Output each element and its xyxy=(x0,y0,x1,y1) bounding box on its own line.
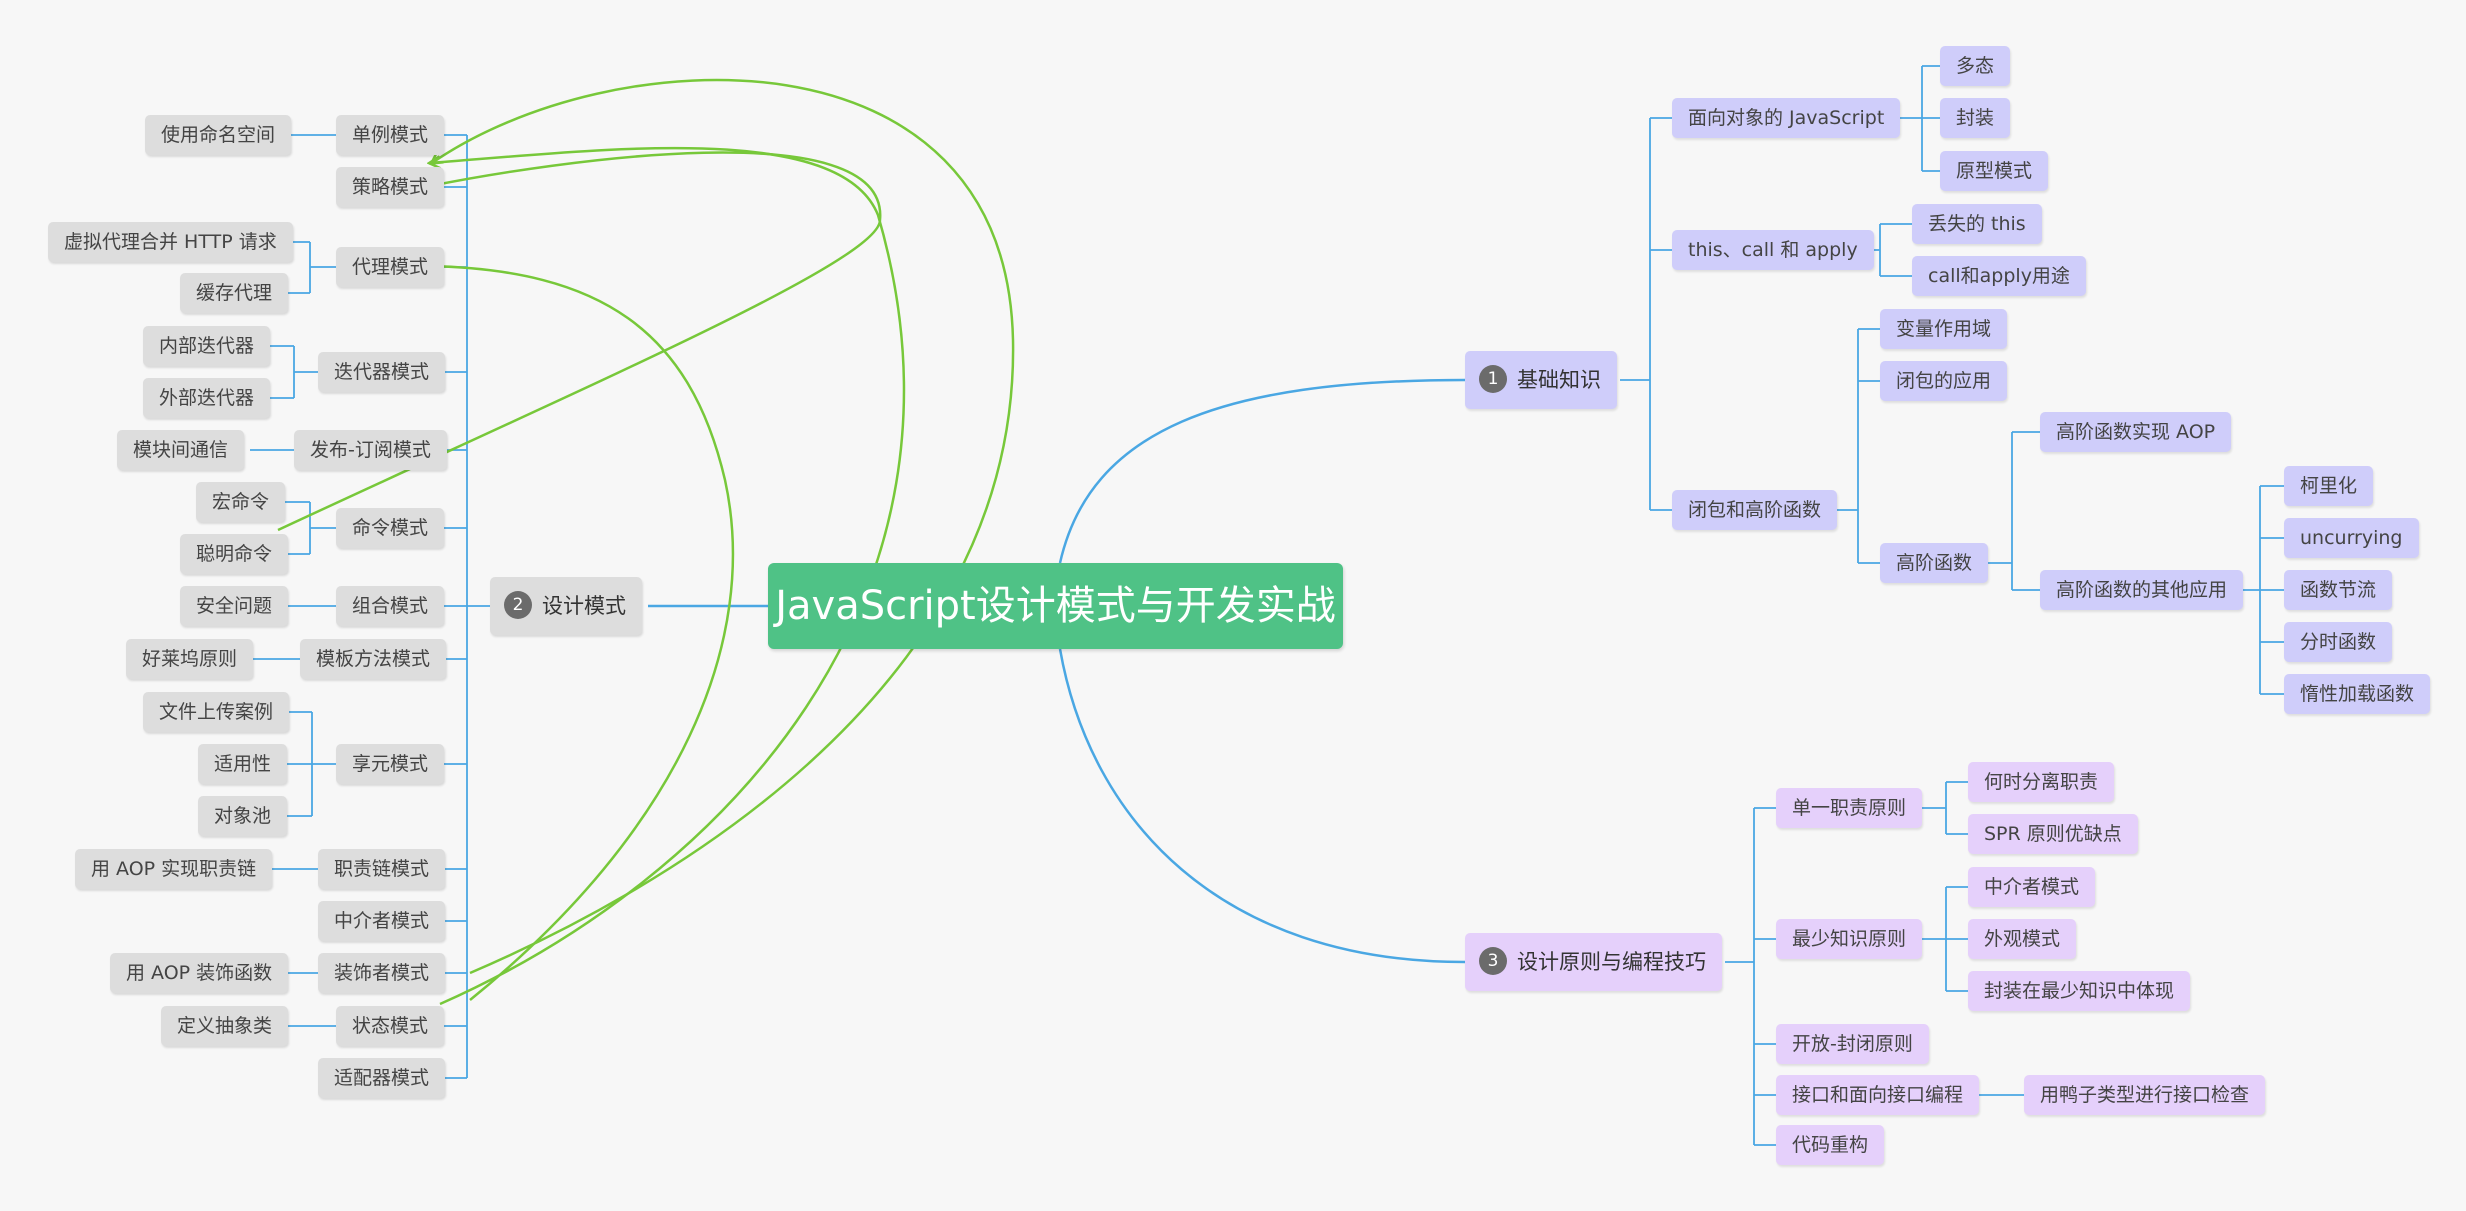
topic-smart-command[interactable]: 聪明命令 xyxy=(180,534,289,574)
topic-hollywood-principle[interactable]: 好莱坞原则 xyxy=(126,639,254,679)
branch-number-badge: 2 xyxy=(504,591,532,619)
topic-decorator[interactable]: 装饰者模式 xyxy=(318,953,446,993)
topic-virtual-proxy[interactable]: 虚拟代理合并 HTTP 请求 xyxy=(48,222,293,262)
topic-aop-decorate[interactable]: 用 AOP 装饰函数 xyxy=(110,953,289,993)
topic-chain-of-responsibility[interactable]: 职责链模式 xyxy=(318,849,446,889)
topic-strategy[interactable]: 策略模式 xyxy=(336,167,445,207)
topic-composite[interactable]: 组合模式 xyxy=(336,586,445,626)
topic-oop-javascript[interactable]: 面向对象的 JavaScript xyxy=(1672,98,1901,138)
topic-aop-chain[interactable]: 用 AOP 实现职责链 xyxy=(75,849,273,889)
topic-singleton[interactable]: 单例模式 xyxy=(336,115,445,155)
topic-external-iterator[interactable]: 外部迭代器 xyxy=(143,378,271,418)
topic-state[interactable]: 状态模式 xyxy=(336,1006,445,1046)
branch-design-patterns[interactable]: 2 设计模式 xyxy=(490,577,642,635)
central-topic[interactable]: JavaScript设计模式与开发实战 xyxy=(768,563,1343,649)
topic-hof-aop[interactable]: 高阶函数实现 AOP xyxy=(2040,412,2232,452)
line-center-b1 xyxy=(1058,378,1466,564)
topic-command[interactable]: 命令模式 xyxy=(336,508,445,548)
topic-adapter[interactable]: 适配器模式 xyxy=(318,1058,446,1098)
topic-higher-order-function[interactable]: 高阶函数 xyxy=(1880,543,1989,583)
topic-polymorphism[interactable]: 多态 xyxy=(1940,46,2011,86)
topic-when-separate[interactable]: 何时分离职责 xyxy=(1968,762,2115,802)
topic-closure-higher-order[interactable]: 闭包和高阶函数 xyxy=(1672,490,1838,530)
branch-basic-knowledge[interactable]: 1 基础知识 xyxy=(1465,351,1617,409)
topic-least-knowledge[interactable]: 最少知识原则 xyxy=(1776,919,1923,959)
topic-pub-sub[interactable]: 发布-订阅模式 xyxy=(294,430,447,470)
topic-refactoring[interactable]: 代码重构 xyxy=(1776,1125,1885,1165)
topic-namespace[interactable]: 使用命名空间 xyxy=(145,115,292,155)
topic-proxy[interactable]: 代理模式 xyxy=(336,247,445,287)
topic-macro-command[interactable]: 宏命令 xyxy=(196,482,286,522)
topic-single-responsibility[interactable]: 单一职责原则 xyxy=(1776,788,1923,828)
topic-internal-iterator[interactable]: 内部迭代器 xyxy=(143,326,271,366)
topic-uncurrying[interactable]: uncurrying xyxy=(2284,518,2419,558)
topic-variable-scope[interactable]: 变量作用域 xyxy=(1880,309,2008,349)
topic-facade[interactable]: 外观模式 xyxy=(1968,919,2077,959)
topic-prototype-pattern[interactable]: 原型模式 xyxy=(1940,151,2049,191)
topic-module-communication[interactable]: 模块间通信 xyxy=(117,430,245,470)
topic-encapsulation[interactable]: 封装 xyxy=(1940,98,2011,138)
topic-currying[interactable]: 柯里化 xyxy=(2284,466,2374,506)
topic-cache-proxy[interactable]: 缓存代理 xyxy=(180,273,289,313)
topic-spr-pros-cons[interactable]: SPR 原则优缺点 xyxy=(1968,814,2138,854)
topic-throttle[interactable]: 函数节流 xyxy=(2284,570,2393,610)
topic-object-pool[interactable]: 对象池 xyxy=(198,796,288,836)
topic-this-call-apply[interactable]: this、call 和 apply xyxy=(1672,230,1874,270)
branch-label: 设计原则与编程技巧 xyxy=(1517,950,1706,974)
relation-decorator-singleton xyxy=(432,78,1015,975)
topic-interface-programming[interactable]: 接口和面向接口编程 xyxy=(1776,1075,1980,1115)
branch-label: 设计模式 xyxy=(542,594,626,618)
topic-encapsulation-least-knowledge[interactable]: 封装在最少知识中体现 xyxy=(1968,971,2191,1011)
line-center-b3 xyxy=(1058,648,1466,964)
topic-mediator[interactable]: 中介者模式 xyxy=(1968,867,2096,907)
topic-open-closed[interactable]: 开放-封闭原则 xyxy=(1776,1024,1929,1064)
relation-command-strategy xyxy=(277,151,882,532)
relation-state-strategy xyxy=(430,146,906,1006)
branch-number-badge: 3 xyxy=(1479,947,1507,975)
branch-number-badge: 1 xyxy=(1479,365,1507,393)
topic-flyweight[interactable]: 享元模式 xyxy=(336,744,445,784)
topic-abstract-class[interactable]: 定义抽象类 xyxy=(161,1006,289,1046)
topic-time-slicing[interactable]: 分时函数 xyxy=(2284,622,2393,662)
topic-call-apply-usage[interactable]: call和apply用途 xyxy=(1912,256,2086,296)
relation-state-proxy xyxy=(430,266,735,1001)
branch-label: 基础知识 xyxy=(1517,368,1601,392)
topic-safety-issue[interactable]: 安全问题 xyxy=(180,586,289,626)
topic-closure-application[interactable]: 闭包的应用 xyxy=(1880,361,2008,401)
topic-lost-this[interactable]: 丢失的 this xyxy=(1912,204,2042,244)
topic-file-upload-case[interactable]: 文件上传案例 xyxy=(143,692,290,732)
branch-design-principles[interactable]: 3 设计原则与编程技巧 xyxy=(1465,933,1722,991)
topic-hof-other-uses[interactable]: 高阶函数的其他应用 xyxy=(2040,570,2244,610)
topic-template-method[interactable]: 模板方法模式 xyxy=(300,639,447,679)
topic-iterator[interactable]: 迭代器模式 xyxy=(318,352,446,392)
topic-applicability[interactable]: 适用性 xyxy=(198,744,288,784)
topic-duck-typing[interactable]: 用鸭子类型进行接口检查 xyxy=(2024,1075,2266,1115)
topic-mediator-pattern[interactable]: 中介者模式 xyxy=(318,901,446,941)
topic-lazy-loading[interactable]: 惰性加载函数 xyxy=(2284,674,2431,714)
